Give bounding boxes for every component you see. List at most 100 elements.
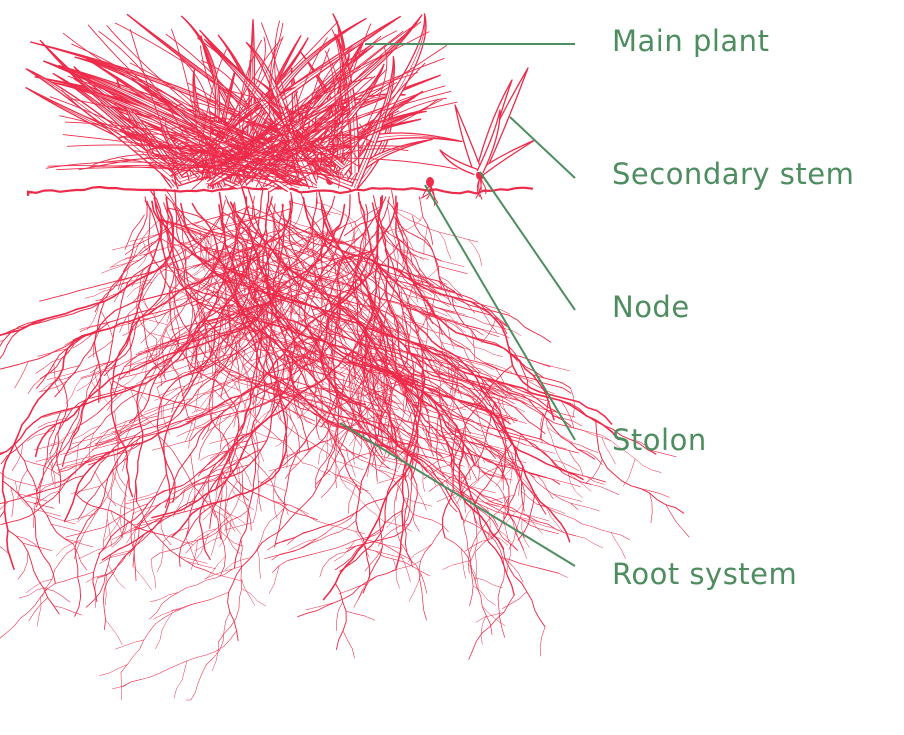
root-strand bbox=[259, 349, 276, 375]
root-strand bbox=[426, 439, 478, 561]
root-strand bbox=[172, 448, 262, 494]
root-strand bbox=[192, 473, 222, 484]
root-strand bbox=[429, 426, 447, 452]
root-strand bbox=[193, 277, 219, 293]
root-strand bbox=[336, 601, 343, 631]
leaf-line bbox=[208, 92, 264, 187]
root-strand bbox=[223, 522, 254, 531]
root-strand bbox=[392, 243, 399, 274]
root-strand bbox=[91, 441, 122, 450]
root-strand bbox=[532, 374, 571, 389]
root-strand bbox=[58, 442, 143, 473]
root-strand bbox=[462, 450, 471, 481]
root-strand bbox=[133, 313, 179, 423]
root-strand bbox=[444, 537, 474, 606]
root-strand bbox=[379, 338, 398, 446]
root-strand bbox=[224, 481, 228, 532]
root-strand bbox=[218, 538, 243, 643]
root-strand bbox=[492, 502, 521, 514]
root-strand bbox=[432, 348, 459, 363]
root-strand bbox=[462, 443, 547, 478]
root-strand bbox=[545, 417, 583, 499]
root-strand bbox=[319, 551, 348, 578]
root-strand bbox=[285, 408, 312, 424]
root-strand bbox=[278, 204, 415, 395]
root-strand bbox=[221, 317, 232, 346]
root-strand bbox=[79, 319, 119, 330]
root-strand bbox=[305, 247, 342, 266]
root-strand bbox=[201, 356, 231, 440]
root-strand bbox=[332, 317, 347, 345]
root-strand bbox=[356, 365, 386, 376]
leaf-line bbox=[119, 127, 203, 160]
root-strand bbox=[432, 447, 462, 457]
root-strand bbox=[111, 422, 141, 433]
root-strand bbox=[334, 255, 346, 345]
root-strand bbox=[338, 286, 378, 334]
leaf-line bbox=[189, 100, 338, 181]
leaf-line bbox=[229, 90, 299, 159]
root-strand bbox=[217, 336, 247, 348]
root-strand bbox=[246, 214, 328, 255]
root-strand bbox=[318, 438, 344, 458]
root-strand bbox=[300, 334, 323, 402]
root-strand bbox=[412, 268, 438, 286]
root-strand bbox=[333, 540, 356, 562]
root-strand bbox=[258, 480, 287, 492]
root-strand bbox=[180, 202, 584, 481]
root-strand bbox=[334, 460, 384, 522]
root-strand bbox=[417, 378, 428, 407]
root-strand bbox=[94, 415, 159, 445]
leaf-line bbox=[287, 119, 338, 172]
leaf-line bbox=[252, 30, 398, 179]
root-strand bbox=[99, 553, 128, 564]
root-strand bbox=[95, 291, 125, 302]
leaf-line bbox=[212, 38, 283, 162]
root-strand bbox=[438, 275, 463, 296]
root-strand bbox=[76, 372, 101, 392]
root-strand bbox=[347, 328, 378, 337]
leaf-vein bbox=[26, 68, 173, 179]
root-strand bbox=[465, 334, 545, 379]
root-strand bbox=[202, 497, 223, 521]
leaf-line bbox=[221, 92, 356, 182]
root-strand bbox=[367, 387, 397, 397]
root-strand bbox=[192, 290, 223, 298]
root-strand bbox=[383, 380, 389, 411]
root-strand bbox=[425, 420, 494, 477]
root-strand bbox=[354, 221, 357, 252]
root-strand bbox=[62, 435, 136, 481]
root-strand bbox=[314, 379, 320, 440]
root-strand bbox=[188, 404, 217, 416]
leaf-line bbox=[201, 60, 255, 154]
root-strand bbox=[66, 404, 186, 456]
root-strand bbox=[569, 442, 599, 453]
root-strand bbox=[190, 453, 196, 505]
root-strand bbox=[124, 214, 145, 250]
root-strand bbox=[197, 432, 252, 477]
root-strand bbox=[160, 339, 177, 387]
root-strand bbox=[402, 458, 414, 528]
root-strand bbox=[24, 500, 55, 509]
root-strand bbox=[318, 437, 331, 465]
root-strand bbox=[101, 261, 130, 274]
root-strand bbox=[188, 419, 196, 449]
root-strand bbox=[344, 213, 355, 243]
leaf-line bbox=[240, 35, 382, 187]
root-strand bbox=[218, 519, 232, 547]
root-strand bbox=[527, 380, 555, 394]
leaf-line bbox=[252, 76, 290, 175]
root-strand bbox=[398, 269, 418, 294]
root-strand bbox=[132, 473, 167, 567]
root-strand bbox=[348, 484, 357, 514]
root-strand bbox=[309, 228, 350, 274]
root-strand bbox=[272, 276, 302, 288]
leader-stolon bbox=[424, 184, 576, 441]
root-strand bbox=[582, 430, 612, 442]
root-strand bbox=[86, 302, 100, 331]
root-strand bbox=[250, 393, 315, 422]
root-strand bbox=[268, 565, 280, 594]
root-strand bbox=[422, 296, 508, 327]
root-strand bbox=[302, 398, 332, 409]
root-strand bbox=[171, 303, 207, 413]
